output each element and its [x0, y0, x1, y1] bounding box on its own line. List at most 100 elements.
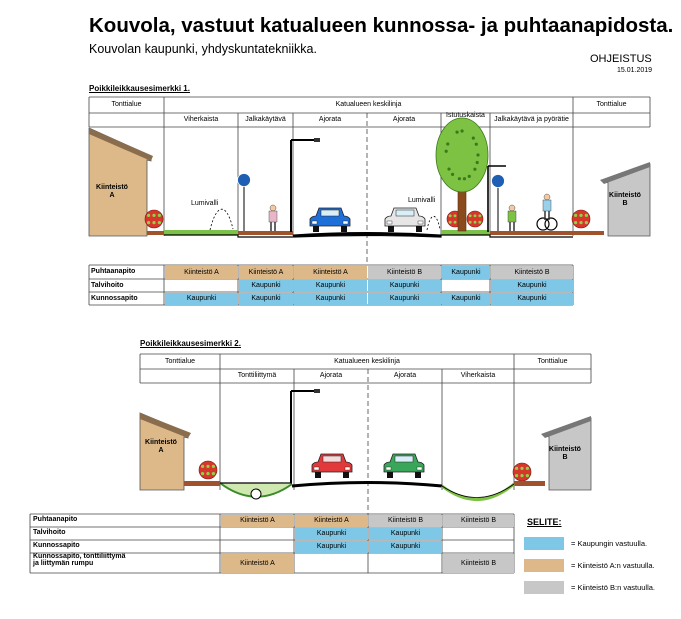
- bush-icon-leaf: [468, 214, 472, 218]
- pedestrian-icon-body: [507, 210, 517, 223]
- s2-responsibility-cell: Kiinteistö A: [295, 515, 368, 527]
- legend-label-kaupunki: = Kaupungin vastuulla.: [571, 539, 648, 548]
- s1-lumivalli-left: Lumivalli: [191, 200, 219, 207]
- car-red-icon-tire: [343, 472, 349, 478]
- s2-responsibility-cell: Kiinteistö A: [221, 515, 294, 527]
- section2-title: Poikkileikkausesimerkki 2.: [140, 339, 241, 348]
- bush-icon-leaf: [206, 464, 210, 469]
- s2-responsibility-cell: Kaupunki: [295, 541, 368, 553]
- bush-icon-leaf: [514, 473, 519, 478]
- culvert-icon: [250, 488, 262, 500]
- s1-responsibility-cell: Kaupunki: [239, 280, 293, 292]
- bush-icon: [512, 462, 532, 482]
- bush-icon-leaf: [584, 213, 589, 218]
- s1-responsibility-cell: Kaupunki: [442, 293, 490, 305]
- green-ditch-icon: [441, 482, 515, 501]
- tree-leaf: [473, 167, 477, 171]
- s1-responsibility-cell: Kiinteistö A: [239, 266, 293, 279]
- bush-icon-leaf: [525, 466, 530, 471]
- legend-swatch-kiinteisto-a: [524, 559, 564, 572]
- legend-label-kiinteisto-b: = Kiinteistö B:n vastuulla.: [571, 583, 656, 592]
- car-white-icon-light: [417, 220, 424, 225]
- car-blue-icon-tire: [313, 226, 319, 232]
- tree-leaf: [475, 160, 479, 165]
- page-title: Kouvola, vastuut katualueen kunnossa- ja…: [89, 14, 674, 37]
- s2-responsibility-cell: [221, 528, 294, 540]
- tree-leaf: [467, 174, 471, 178]
- bush-icon-leaf: [206, 471, 210, 476]
- s1-responsibility-cell: Kiinteistö A: [165, 266, 238, 279]
- s1-responsibility-cell: Kaupunki: [442, 266, 490, 279]
- s2-responsibility-cell: Kaupunki: [369, 528, 442, 540]
- car-green-icon-light: [416, 466, 423, 471]
- s2-responsibility-cell: [369, 554, 442, 573]
- car-blue-icon: [309, 207, 351, 227]
- tree-leaf: [450, 172, 455, 177]
- bicycle-wheel-icon: [544, 217, 558, 231]
- s1-col-istutuskaista: Istutuskaista: [446, 112, 485, 120]
- s1-plot-label-left: Tonttialue: [111, 101, 142, 109]
- s1-responsibility-cell: [165, 280, 238, 292]
- s1-responsibility-cell: Kiinteistö B: [368, 266, 441, 279]
- section1-title: Poikkileikkausesimerkki 1.: [89, 84, 190, 93]
- s2-responsibility-cell: Kiinteistö B: [369, 515, 442, 527]
- document-type: OHJEISTUS: [590, 53, 652, 65]
- s2-responsibility-cell: Kiinteistö A: [221, 554, 294, 573]
- document-date: 15.01.2019: [617, 67, 653, 74]
- s2-col-ajorata-2: Ajorata: [393, 372, 417, 380]
- car-green-icon-tire: [387, 472, 393, 478]
- tree-leaf: [444, 149, 448, 153]
- plot-strip-left: [184, 481, 220, 486]
- house-a-roof-icon: [89, 128, 153, 161]
- bush-icon-leaf: [146, 213, 151, 218]
- tree-leaf: [447, 167, 451, 171]
- s1-col-jalkakaytava: Jalkakäytävä: [245, 116, 286, 124]
- bikeway-strip: [490, 231, 573, 235]
- s2-centerline-label: Katualueen keskilinja: [334, 357, 400, 365]
- bicycle-wheel-icon: [536, 217, 550, 231]
- cyclist-icon: [543, 193, 551, 201]
- s1-ground-line: [164, 234, 573, 238]
- bush-icon-leaf: [478, 214, 482, 218]
- bush-icon-leaf: [473, 220, 477, 224]
- bush-icon-leaf: [525, 473, 530, 478]
- tree-leaf: [474, 142, 478, 146]
- car-white-icon: [384, 207, 426, 227]
- car-red-icon-light: [313, 466, 320, 471]
- bush-icon-leaf: [520, 466, 524, 471]
- tree-leaf: [460, 129, 464, 133]
- s1-col-viherkaista: Viherkaista: [183, 116, 219, 124]
- bush-icon-leaf: [473, 214, 477, 218]
- cycle-path-sign-icon: [491, 174, 505, 188]
- snowbank-left: [209, 208, 234, 231]
- s2-responsibility-cell: Kiinteistö B: [443, 554, 514, 573]
- s2-responsibility-cell: [295, 554, 368, 573]
- car-white-icon-tire: [416, 226, 422, 232]
- bush-icon-leaf: [520, 473, 524, 478]
- bush-icon: [571, 209, 591, 229]
- bush-icon-leaf: [211, 464, 216, 469]
- tree-leaf: [471, 136, 475, 140]
- bush-icon-leaf: [579, 213, 583, 218]
- house-a-roof-icon: [140, 413, 191, 438]
- bush-icon-leaf: [478, 220, 482, 224]
- s2-col-ajorata-1: Ajorata: [319, 372, 343, 380]
- s1-col-jalkakaytava-pyoratie: Jalkakäytävä ja pyörätie: [494, 116, 569, 124]
- s1-responsibility-cell: [442, 280, 490, 292]
- bush-icon-leaf: [211, 471, 216, 476]
- pedestrian-icon: [269, 204, 277, 212]
- s2-responsibility-cell: [221, 541, 294, 553]
- bush-icon-leaf: [573, 220, 578, 225]
- bush-icon-leaf: [448, 220, 452, 224]
- legend-label-kiinteisto-a: = Kiinteistö A:n vastuulla.: [571, 561, 655, 570]
- streetlight-lamp: [314, 138, 320, 142]
- house-b-roof-icon: [541, 416, 591, 438]
- s2-responsibility-cell: [443, 528, 514, 540]
- s1-property-a-label: Kiinteistö A: [96, 184, 128, 199]
- car-green-icon-window: [394, 455, 414, 463]
- s1-responsibility-cell: Kaupunki: [491, 293, 573, 305]
- s1-row-label-kunnossapito: Kunnossapito: [91, 295, 138, 302]
- plot-strip-left: [147, 231, 164, 235]
- tree-leaf: [446, 142, 450, 146]
